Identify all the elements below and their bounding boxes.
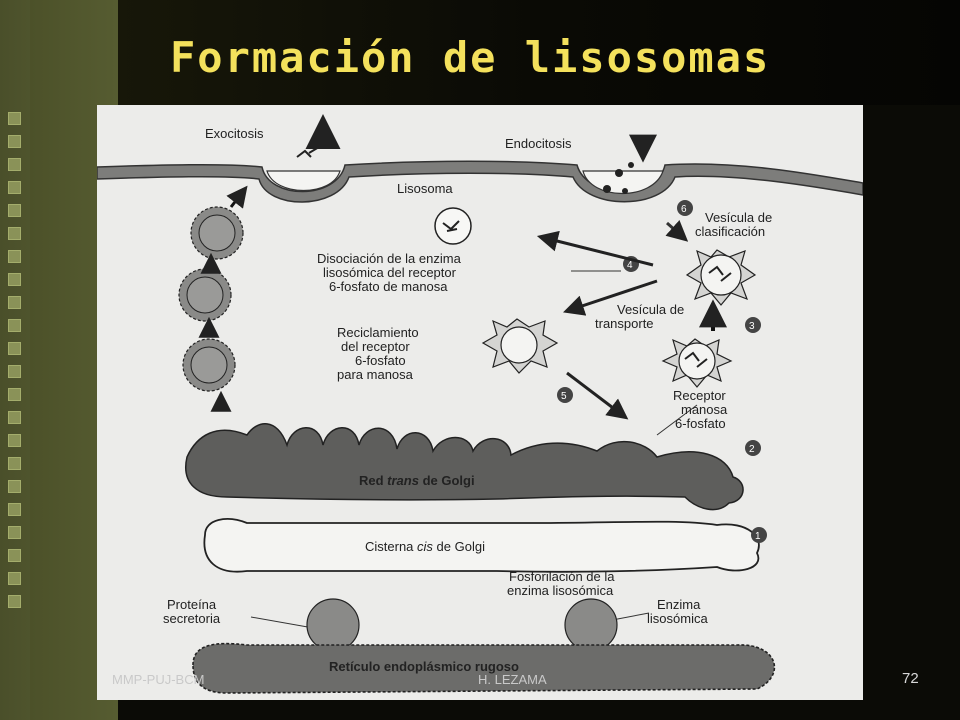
lysosome-diagram: Exocitosis Endocitosis 6 Lisosoma Vesícu…	[97, 105, 863, 700]
label-proteina-1: Proteína	[167, 597, 217, 612]
exocytosis-cargo-icon	[296, 146, 320, 158]
label-reciclamiento-1: Reciclamiento	[337, 325, 419, 340]
label-reciclamiento-2: del receptor	[341, 339, 410, 354]
label-disociacion-1: Disociación de la enzima	[317, 251, 462, 266]
label-enzima-1: Enzima	[657, 597, 701, 612]
strip-square	[8, 595, 21, 608]
strip-square	[8, 365, 21, 378]
strip-square	[8, 319, 21, 332]
footer-author: MMP-PUJ-BCM	[112, 672, 205, 687]
slide-title: Formación de lisosomas	[170, 33, 771, 82]
step-6-badge	[677, 200, 693, 216]
strip-square	[8, 572, 21, 585]
label-disociacion-3: 6-fosfato de manosa	[329, 279, 448, 294]
step-3-badge	[745, 317, 761, 333]
label-proteina-2: secretoria	[163, 611, 221, 626]
secretory-vesicles	[178, 206, 244, 392]
step-2-badge	[745, 440, 761, 456]
trans-golgi-network	[185, 423, 744, 511]
label-red-trans: Red trans de Golgi	[359, 473, 475, 488]
label-reciclamiento-3: 6-fosfato	[355, 353, 406, 368]
label-reciclamiento-4: para manosa	[337, 367, 414, 382]
strip-square	[8, 480, 21, 493]
label-vesicula-clasificacion-1: Vesícula de	[705, 210, 772, 225]
label-enzima-2: lisosómica	[647, 611, 708, 626]
strip-square	[8, 158, 21, 171]
step-3-number: 3	[749, 321, 755, 332]
label-receptor-2: manosa	[681, 402, 728, 417]
strip-square	[8, 526, 21, 539]
strip-square	[8, 227, 21, 240]
step-1-number: 1	[755, 531, 761, 542]
page-number: 72	[902, 670, 919, 687]
cis-golgi-cisterna	[203, 518, 760, 573]
step-5-badge	[557, 387, 573, 403]
strip-square	[8, 204, 21, 217]
label-disociacion-2: lisosómica del receptor	[323, 265, 457, 280]
label-reticulo: Retículo endoplásmico rugoso	[329, 659, 519, 674]
strip-square	[8, 388, 21, 401]
label-vesicula-transporte-2: transporte	[595, 316, 654, 331]
title-band	[118, 0, 960, 105]
strip-square	[8, 411, 21, 424]
footer-presenter: H. LEZAMA	[478, 672, 547, 687]
secretory-protein-vesicle	[306, 598, 360, 652]
step-5-number: 5	[561, 391, 567, 402]
label-fosforilacion-1: Fosforilación de la	[509, 569, 615, 584]
label-exocitosis: Exocitosis	[205, 126, 264, 141]
lysosomal-enzyme-vesicle	[564, 598, 618, 652]
step-6-number: 6	[681, 204, 687, 215]
label-lisosoma: Lisosoma	[397, 181, 453, 196]
strip-square	[8, 503, 21, 516]
label-fosforilacion-2: enzima lisosómica	[507, 583, 614, 598]
label-receptor-1: Receptor	[673, 388, 726, 403]
strip-square	[8, 296, 21, 309]
label-vesicula-clasificacion-2: clasificación	[695, 224, 765, 239]
rough-er	[192, 642, 776, 694]
strip-square	[8, 250, 21, 263]
strip-square	[8, 181, 21, 194]
diagram-canvas: Exocitosis Endocitosis 6 Lisosoma Vesícu…	[97, 114, 863, 694]
strip-square	[8, 457, 21, 470]
label-vesicula-transporte-1: Vesícula de	[617, 302, 684, 317]
plasma-membrane	[97, 160, 863, 203]
strip-square	[8, 273, 21, 286]
strip-square	[8, 135, 21, 148]
label-endocitosis: Endocitosis	[505, 136, 572, 151]
strip-square	[8, 342, 21, 355]
strip-square	[8, 112, 21, 125]
strip-square	[8, 434, 21, 447]
strip-square	[8, 549, 21, 562]
step-4-number: 4	[627, 260, 633, 271]
step-1-badge	[751, 527, 767, 543]
label-cisterna: Cisterna cis de Golgi	[365, 539, 485, 554]
label-receptor-3: 6-fosfato	[675, 416, 726, 431]
step-2-number: 2	[749, 444, 755, 455]
